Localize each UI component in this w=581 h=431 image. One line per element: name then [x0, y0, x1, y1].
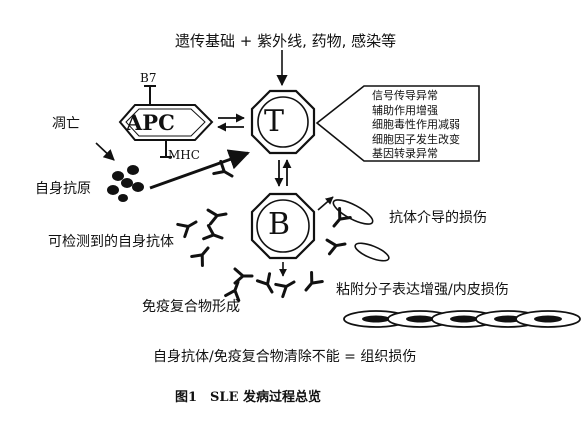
apc-label: APC	[126, 110, 175, 135]
b-cell-octagon	[250, 192, 316, 260]
mhc-label: MHC	[168, 148, 200, 162]
b-cell-inner-circle	[256, 199, 310, 253]
endothelial-cell	[515, 310, 581, 328]
antibody	[202, 224, 226, 247]
antibody-mediated-damage-label: 抗体介导的损伤	[389, 210, 487, 226]
t-cell-inner-circle	[257, 96, 309, 148]
t-abnormality-item: 辅助作用增强	[372, 103, 438, 117]
figure-caption: 图1 SLE 发病过程总览	[175, 390, 322, 405]
t-abnormality-item: 细胞毒性作用减弱	[372, 118, 460, 131]
t-abnormality-list: 信号传导异常 辅助作用增强 细胞毒性作用减弱 细胞因子发生改变 基因转录异常	[372, 89, 460, 162]
detectable-autoantibody-label: 可检测到的自身抗体	[48, 234, 174, 250]
apoptosis-label: 凋亡	[52, 116, 80, 132]
immune-complex-label: 免疫复合物形成	[142, 299, 240, 315]
t-abnormality-item: 信号传导异常	[372, 89, 438, 102]
t-abnormality-item: 细胞因子发生改变	[372, 132, 460, 146]
immune-complex-antibody	[233, 267, 254, 285]
apc-hexagon-inner	[125, 108, 206, 137]
conclusion-label: 自身抗体/免疫复合物清除不能 = 组织损伤	[153, 349, 417, 365]
adhesion-endothelial-label: 粘附分子表达增强/内皮损伤	[336, 282, 509, 298]
b-to-damage-arrow	[317, 196, 334, 211]
antibody-on-cell	[325, 235, 348, 256]
apc-hexagon	[118, 104, 214, 141]
immune-complex-antibody	[274, 274, 299, 299]
immune-complex-antibody	[299, 270, 324, 296]
environmental-factors-label: 遗传基础 + 紫外线, 药物, 感染等	[175, 32, 397, 50]
t-cell-octagon	[250, 89, 316, 155]
b-cell-label: B	[268, 207, 291, 242]
t-cell-label: T	[264, 104, 285, 139]
t-abnormality-callout	[315, 85, 480, 162]
apoptosis-arrow	[95, 142, 115, 161]
target-cell	[354, 242, 390, 262]
antibody	[206, 205, 229, 226]
self-antigen-cluster	[107, 165, 144, 202]
antibody	[190, 242, 215, 268]
t-abnormality-item: 基因转录异常	[372, 147, 438, 160]
antibody	[176, 214, 201, 239]
antigen-to-t-arrow	[149, 149, 250, 190]
b7-label: B7	[140, 71, 157, 85]
self-antigen-label: 自身抗原	[35, 181, 91, 197]
